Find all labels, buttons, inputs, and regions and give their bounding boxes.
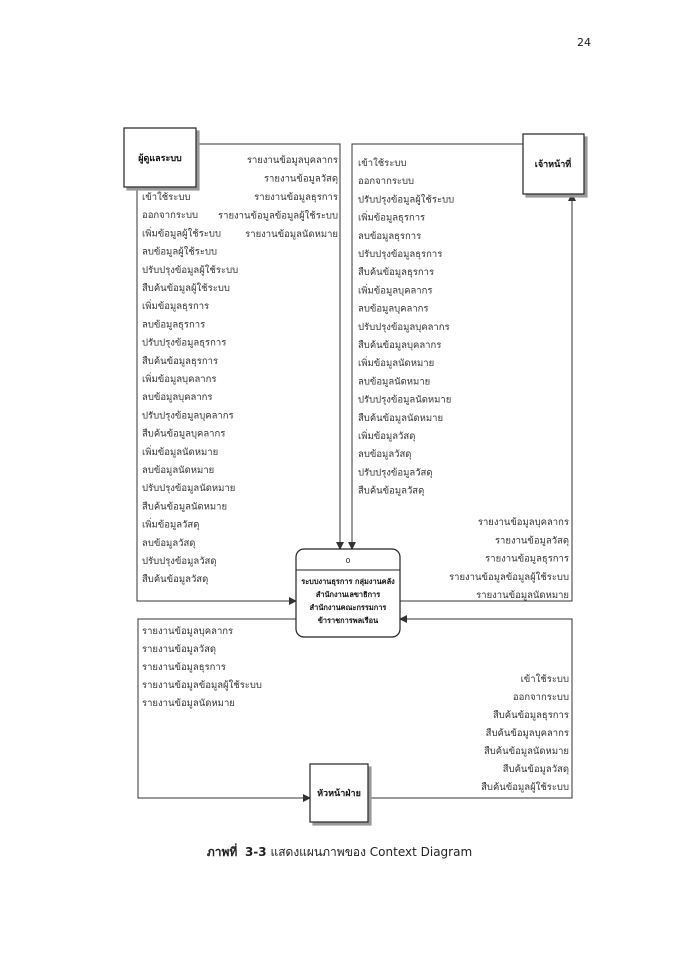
flow-label: ปรับปรุงข้อมูลผู้ใช้ระบบ [358, 193, 454, 205]
entity-admin: ผู้ดูแลระบบ [123, 127, 197, 188]
flow-label: สืบค้นข้อมูลบุคลากร [142, 429, 226, 440]
process-node: 0 ระบบงานธุรการ กลุ่มงานคลัง สำนักงานเลข… [295, 548, 401, 638]
flow-label: รายงานข้อมูลวัสดุ [142, 644, 216, 655]
flow-label: ออกจากระบบ [358, 176, 414, 187]
flow-label: สืบค้นข้อมูลนัดหมาย [484, 746, 569, 757]
flow-label: สืบค้นข้อมูลนัดหมาย [358, 413, 443, 424]
entity-head-label: หัวหน้าฝ่าย [317, 788, 361, 799]
caption-label: ภาพที่ [206, 845, 238, 859]
flow-label: สืบค้นข้อมูลธุรการ [142, 356, 218, 367]
flow-label: ปรับปรุงข้อมูลนัดหมาย [142, 483, 235, 494]
flow-label: ลบข้อมูลนัดหมาย [142, 465, 214, 476]
flow-label: เพิ่มข้อมูลวัสดุ [142, 518, 199, 531]
flow-label: ลบข้อมูลผู้ใช้ระบบ [142, 246, 217, 258]
flow-admin-to-process [136, 187, 297, 605]
flow-label: สืบค้นข้อมูลบุคลากร [358, 340, 442, 351]
flow-label: เข้าใช้ระบบ [358, 157, 406, 169]
flow-label: เพิ่มข้อมูลนัดหมาย [358, 356, 434, 369]
flow-process-to-head [137, 618, 311, 802]
flow-label: รายงานข้อมูลธุรการ [254, 192, 338, 203]
flow-label: รายงานข้อมูลข้อมูลผู้ใช้ระบบ [142, 679, 262, 691]
flow-label: ลบข้อมูลวัสดุ [142, 538, 195, 549]
officer-report-labels: รายงานข้อมูลบุคลากรรายงานข้อมูลวัสดุรายง… [449, 517, 569, 601]
process-number: 0 [346, 556, 351, 565]
head-input-labels: เข้าใช้ระบบออกจากระบบสืบค้นข้อมูลธุรการส… [481, 673, 569, 793]
admin-input-labels: เข้าใช้ระบบออกจากระบบเพิ่มข้อมูลผู้ใช้ระ… [142, 191, 238, 585]
flow-label: รายงานข้อมูลธุรการ [485, 554, 569, 565]
flow-label: ปรับปรุงข้อมูลวัสดุ [142, 556, 217, 567]
flow-label: รายงานข้อมูลบุคลากร [478, 517, 569, 528]
flow-label: เพิ่มข้อมูลธุรการ [358, 211, 425, 224]
flow-label: สืบค้นข้อมูลผู้ใช้ระบบ [142, 282, 230, 294]
entity-admin-label: ผู้ดูแลระบบ [138, 153, 182, 164]
admin-report-labels: รายงานข้อมูลบุคลากรรายงานข้อมูลวัสดุรายง… [218, 155, 338, 240]
flow-label: ปรับปรุงข้อมูลบุคลากร [358, 322, 450, 333]
process-line: ระบบงานธุรการ กลุ่มงานคลัง [301, 577, 395, 586]
entity-head: หัวหน้าฝ่าย [309, 763, 369, 823]
flow-label: รายงานข้อมูลนัดหมาย [476, 590, 569, 601]
flow-label: เพิ่มข้อมูลธุรการ [142, 299, 209, 312]
flow-label: ลบข้อมูลบุคลากร [142, 392, 213, 403]
flow-label: เพิ่มข้อมูลบุคลากร [142, 372, 216, 385]
flow-label: สืบค้นข้อมูลธุรการ [493, 710, 569, 721]
caption-text: แสดงแผนภาพของ Context Diagram [270, 845, 473, 859]
flow-label: เพิ่มข้อมูลนัดหมาย [142, 445, 218, 458]
entity-officer: เจ้าหน้าที่ [522, 133, 585, 195]
flow-label: รายงานข้อมูลนัดหมาย [142, 698, 235, 709]
flow-label: สืบค้นข้อมูลผู้ใช้ระบบ [481, 781, 569, 793]
flow-process-to-admin [196, 143, 344, 550]
flow-label: เพิ่มข้อมูลวัสดุ [358, 429, 415, 442]
flow-label: สืบค้นข้อมูลวัสดุ [142, 574, 208, 585]
process-line: สำนักงานเลขาธิการ [316, 590, 380, 599]
flow-label: สืบค้นข้อมูลธุรการ [358, 267, 434, 278]
flow-label: ปรับปรุงข้อมูลธุรการ [142, 338, 226, 349]
flow-label: ปรับปรุงข้อมูลบุคลากร [142, 410, 234, 421]
flow-label: สืบค้นข้อมูลวัสดุ [503, 764, 569, 775]
flow-label: ปรับปรุงข้อมูลนัดหมาย [358, 395, 451, 406]
flow-label: ลบข้อมูลธุรการ [358, 231, 421, 242]
flow-label: ออกจากระบบ [142, 210, 198, 221]
flow-label: ลบข้อมูลธุรการ [142, 319, 205, 330]
flow-process-to-officer [400, 193, 576, 602]
flow-label: ลบข้อมูลนัดหมาย [358, 376, 430, 387]
process-line: ข้าราชการพลเรือน [318, 616, 379, 625]
flow-label: รายงานข้อมูลบุคลากร [142, 626, 233, 637]
entity-officer-label: เจ้าหน้าที่ [535, 157, 572, 170]
flow-label: ปรับปรุงข้อมูลผู้ใช้ระบบ [142, 264, 238, 276]
head-report-labels: รายงานข้อมูลบุคลากรรายงานข้อมูลวัสดุรายง… [142, 626, 262, 709]
flow-label: รายงานข้อมูลข้อมูลผู้ใช้ระบบ [449, 571, 569, 583]
officer-input-labels: เข้าใช้ระบบออกจากระบบปรับปรุงข้อมูลผู้ใช… [358, 157, 454, 497]
flow-label: รายงานข้อมูลข้อมูลผู้ใช้ระบบ [218, 210, 338, 222]
flow-head-to-process [368, 615, 573, 799]
flow-label: รายงานข้อมูลนัดหมาย [245, 229, 338, 240]
process-line: สำนักงานคณะกรรมการ [310, 603, 387, 612]
flow-label: รายงานข้อมูลธุรการ [142, 662, 226, 673]
flow-label: รายงานข้อมูลวัสดุ [264, 174, 338, 185]
flow-label: ปรับปรุงข้อมูลวัสดุ [358, 467, 433, 478]
flow-label: สืบค้นข้อมูลวัสดุ [358, 486, 424, 497]
flow-label: เพิ่มข้อมูลผู้ใช้ระบบ [142, 226, 221, 239]
flow-label: สืบค้นข้อมูลนัดหมาย [142, 501, 227, 512]
figure-caption: ภาพที่ 3-3 แสดงแผนภาพของ Context Diagram [0, 843, 679, 862]
flow-label: เข้าใช้ระบบ [521, 673, 569, 685]
flow-officer-to-process [348, 143, 523, 550]
flow-label: ลบข้อมูลบุคลากร [358, 304, 429, 315]
flow-label: เข้าใช้ระบบ [142, 191, 190, 203]
caption-number: 3-3 [244, 845, 267, 859]
page-number: 24 [577, 36, 591, 49]
flow-label: ลบข้อมูลวัสดุ [358, 449, 411, 460]
flow-label: ปรับปรุงข้อมูลธุรการ [358, 249, 442, 260]
flow-label: เพิ่มข้อมูลบุคลากร [358, 283, 432, 296]
flow-label: สืบค้นข้อมูลบุคลากร [485, 728, 569, 739]
flow-label: รายงานข้อมูลวัสดุ [495, 535, 569, 546]
flow-label: ออกจากระบบ [513, 692, 569, 703]
flow-label: รายงานข้อมูลบุคลากร [247, 155, 338, 166]
